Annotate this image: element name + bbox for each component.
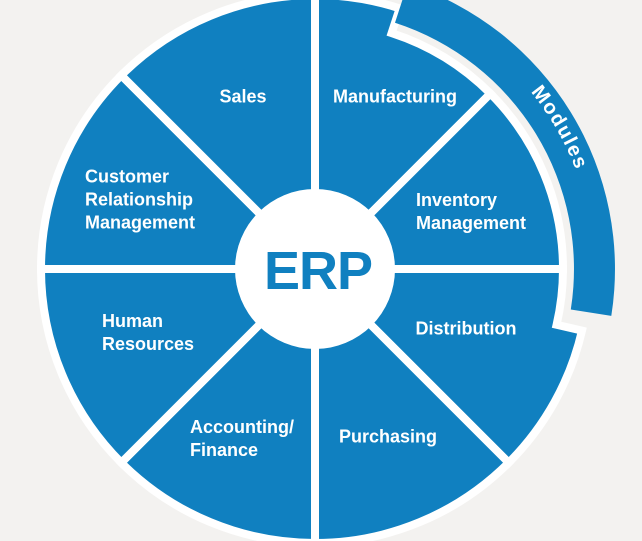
segment-accounting-finance-label: Accounting/ Finance (190, 417, 294, 460)
segment-inventory-management-label: Inventory Management (416, 190, 527, 233)
segment-purchasing-shape (311, 259, 515, 541)
segment-distribution-shape (305, 265, 587, 469)
modules-ring-shape (395, 0, 615, 316)
erp-center-label: ERP (263, 241, 373, 301)
segment-accounting-finance-shape (115, 259, 319, 541)
segment-distribution-label: Distribution (415, 318, 517, 339)
segment-customer-relationship-management-label: Customer Relationship Management (85, 166, 196, 233)
segment-customer-relationship-management-shape (36, 69, 325, 273)
segment-human-resources-label: Human Resources (102, 311, 195, 354)
segment-purchasing-label: Purchasing (338, 426, 438, 447)
segment-manufacturing-label: Manufacturing (333, 86, 457, 107)
center-circle (235, 189, 395, 349)
segment-human-resources-shape (36, 265, 325, 469)
segment-sales-shape (115, 0, 319, 279)
segment-sales-label: Sales (219, 86, 267, 107)
segment-manufacturing-shape (311, 0, 497, 279)
